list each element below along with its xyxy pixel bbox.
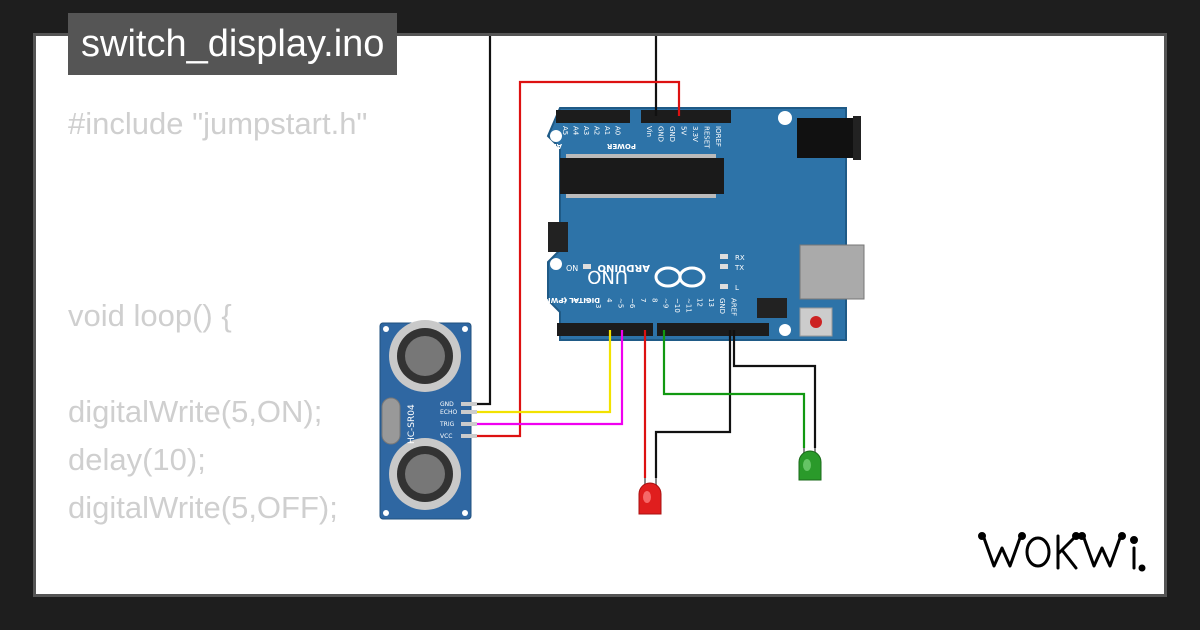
mounting-hole xyxy=(779,324,791,336)
usb-port xyxy=(799,244,865,300)
code-line-loop: void loop() { xyxy=(68,298,232,333)
on-led xyxy=(583,264,591,269)
analog-header-label: ANALOG IN xyxy=(518,142,562,150)
analog-pin-label-1: A4 xyxy=(572,126,580,136)
rx-led xyxy=(720,254,728,259)
analog-pin-label-4: A1 xyxy=(603,126,611,135)
power-jack-rim xyxy=(853,116,861,160)
wire-sensor-vcc xyxy=(470,80,681,438)
code-line-include: #include "jumpstart.h" xyxy=(68,106,368,141)
digital-pin-label-3: ~3 xyxy=(594,298,602,308)
power-pin-label-3: 5V xyxy=(680,126,688,135)
digital-pin-label-15: AREF xyxy=(730,298,738,316)
sensor-pins xyxy=(461,402,477,438)
sensor-crystal xyxy=(381,397,401,445)
sensor-hole xyxy=(383,326,389,332)
analog-pin-label-3: A2 xyxy=(593,126,601,135)
digital-pin-label-14: GND xyxy=(718,298,726,314)
green-led[interactable] xyxy=(798,448,822,481)
wires xyxy=(470,36,817,478)
uno-model-label: UNO xyxy=(587,266,628,287)
digital-pin-label-7: 7 xyxy=(639,298,647,302)
mounting-hole xyxy=(550,130,562,142)
sensor-pin-label-2: TRIG xyxy=(439,421,455,428)
red-led-shine xyxy=(643,491,651,503)
power-header-label: POWER xyxy=(606,142,636,150)
atmega-chip xyxy=(560,158,724,194)
power-pin-label-2: GND xyxy=(668,126,676,142)
power-jack xyxy=(797,118,853,158)
wire-sensor-trig xyxy=(470,330,624,426)
sensor-pin-label-1: ECHO xyxy=(440,409,457,416)
sketch-title: switch_display.ino xyxy=(68,13,398,75)
code-line-write-on: digitalWrite(5,ON); xyxy=(68,394,323,429)
digital-pin-label-1: 1 xyxy=(571,298,579,302)
digital-pin-label-10: ~10 xyxy=(673,298,681,313)
sensor-hole xyxy=(462,510,468,516)
on-led-label: ON xyxy=(566,264,578,273)
analog-header xyxy=(556,110,630,123)
code-line-partial: local_var_important(LOW,ON); xyxy=(68,584,492,619)
digital-pin-label-6: ~6 xyxy=(628,298,636,309)
sensor-hole xyxy=(462,326,468,332)
digital-pin-label-2: 2 xyxy=(583,298,591,302)
power-header xyxy=(641,110,731,123)
red-led[interactable] xyxy=(638,478,662,515)
wire-sensor-gnd xyxy=(470,36,492,406)
digital-pin-label-13: 13 xyxy=(707,298,715,307)
digital-pin-label-11: ~11 xyxy=(684,298,692,313)
code-line-write-off: digitalWrite(5,OFF); xyxy=(68,490,338,525)
mounting-hole xyxy=(550,258,562,270)
rx-led-label: RX xyxy=(735,254,745,262)
sensor-model-label: HC-SR04 xyxy=(407,404,417,444)
digital-pin-label-5: ~5 xyxy=(617,298,625,308)
l-led xyxy=(720,284,728,289)
digital-header-high xyxy=(657,323,769,336)
digital-pin-label-9: ~9 xyxy=(662,298,670,308)
analog-pin-label-0: A5 xyxy=(561,126,569,135)
sensor-pin-label-0: GND xyxy=(440,401,454,408)
analog-pin-label-5: A0 xyxy=(614,126,622,135)
sensor-transducer-top xyxy=(389,320,461,392)
power-pin-label-0: Vin xyxy=(645,126,653,137)
arduino-uno-board[interactable]: ARDUINO UNO ON RX TX L DIGITAL (PWM ~) A… xyxy=(518,107,865,341)
digital-pin-label-0: 0 xyxy=(560,298,568,302)
icsp-header-2 xyxy=(548,222,568,252)
sensor-pin-label-3: VCC xyxy=(440,433,452,440)
power-pin-label-4: 3.3V xyxy=(691,126,699,142)
wire-green-led-anode xyxy=(662,330,806,448)
wire-green-led-cathode xyxy=(732,330,817,448)
wire-red-led-cathode xyxy=(654,330,732,478)
green-led-shine xyxy=(803,459,811,471)
digital-pin-label-12: 12 xyxy=(696,298,704,307)
l-led-label: L xyxy=(735,284,739,292)
tx-led xyxy=(720,264,728,269)
digital-pin-label-4: 4 xyxy=(605,298,613,303)
wire-sensor-echo xyxy=(470,330,612,414)
digital-header-low xyxy=(557,323,653,336)
digital-header-label: DIGITAL (PWM ~) xyxy=(532,296,600,304)
power-pin-label-6: IOREF xyxy=(714,126,722,147)
chip-pins xyxy=(566,154,716,198)
power-pin-label-5: RESET xyxy=(703,126,711,149)
analog-pin-label-2: A3 xyxy=(582,126,590,135)
sensor-transducer-bottom xyxy=(389,438,461,510)
reset-button-cap[interactable] xyxy=(810,316,822,328)
wokwi-logo xyxy=(978,532,1146,572)
code-line-delay: delay(10); xyxy=(68,442,206,477)
icsp-header xyxy=(757,298,787,318)
sensor-hole xyxy=(383,510,389,516)
tx-led-label: TX xyxy=(734,264,744,272)
power-pin-label-1: GND xyxy=(657,126,665,142)
mounting-hole xyxy=(778,111,792,125)
arduino-infinity-logo xyxy=(654,266,706,288)
digital-pin-label-8: 8 xyxy=(650,298,658,302)
arduino-brand-label: ARDUINO xyxy=(598,262,650,273)
